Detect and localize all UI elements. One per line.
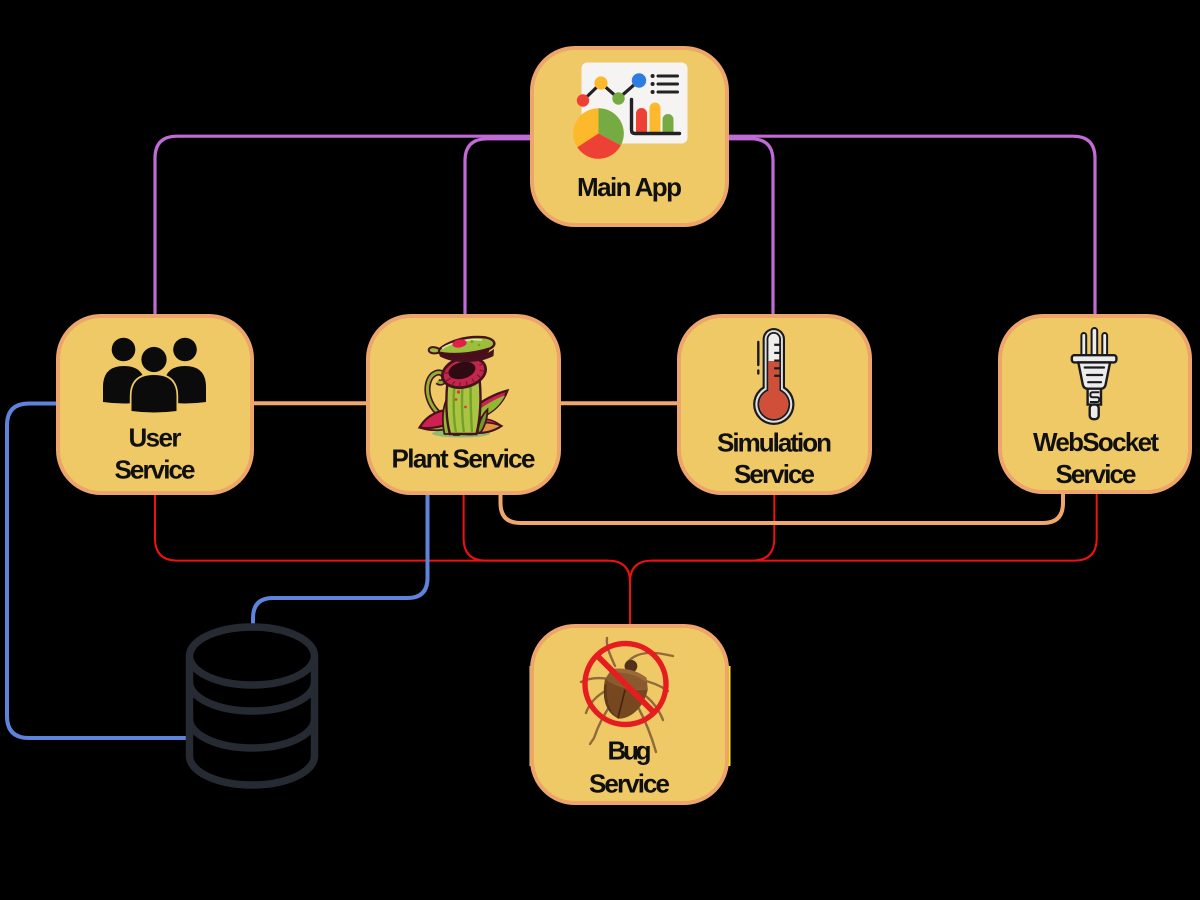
- svg-text:Service: Service: [115, 455, 196, 485]
- svg-text:Plant Service: Plant Service: [392, 444, 536, 474]
- svg-text:User: User: [129, 423, 182, 453]
- svg-text:Service: Service: [589, 769, 670, 799]
- svg-text:WebSocket: WebSocket: [1033, 427, 1159, 457]
- svg-text:Service: Service: [1056, 459, 1137, 489]
- svg-text:Service: Service: [734, 459, 815, 489]
- svg-text:Bug: Bug: [608, 736, 652, 766]
- svg-text:Simulation: Simulation: [717, 428, 832, 458]
- svg-text:Main App: Main App: [577, 172, 682, 202]
